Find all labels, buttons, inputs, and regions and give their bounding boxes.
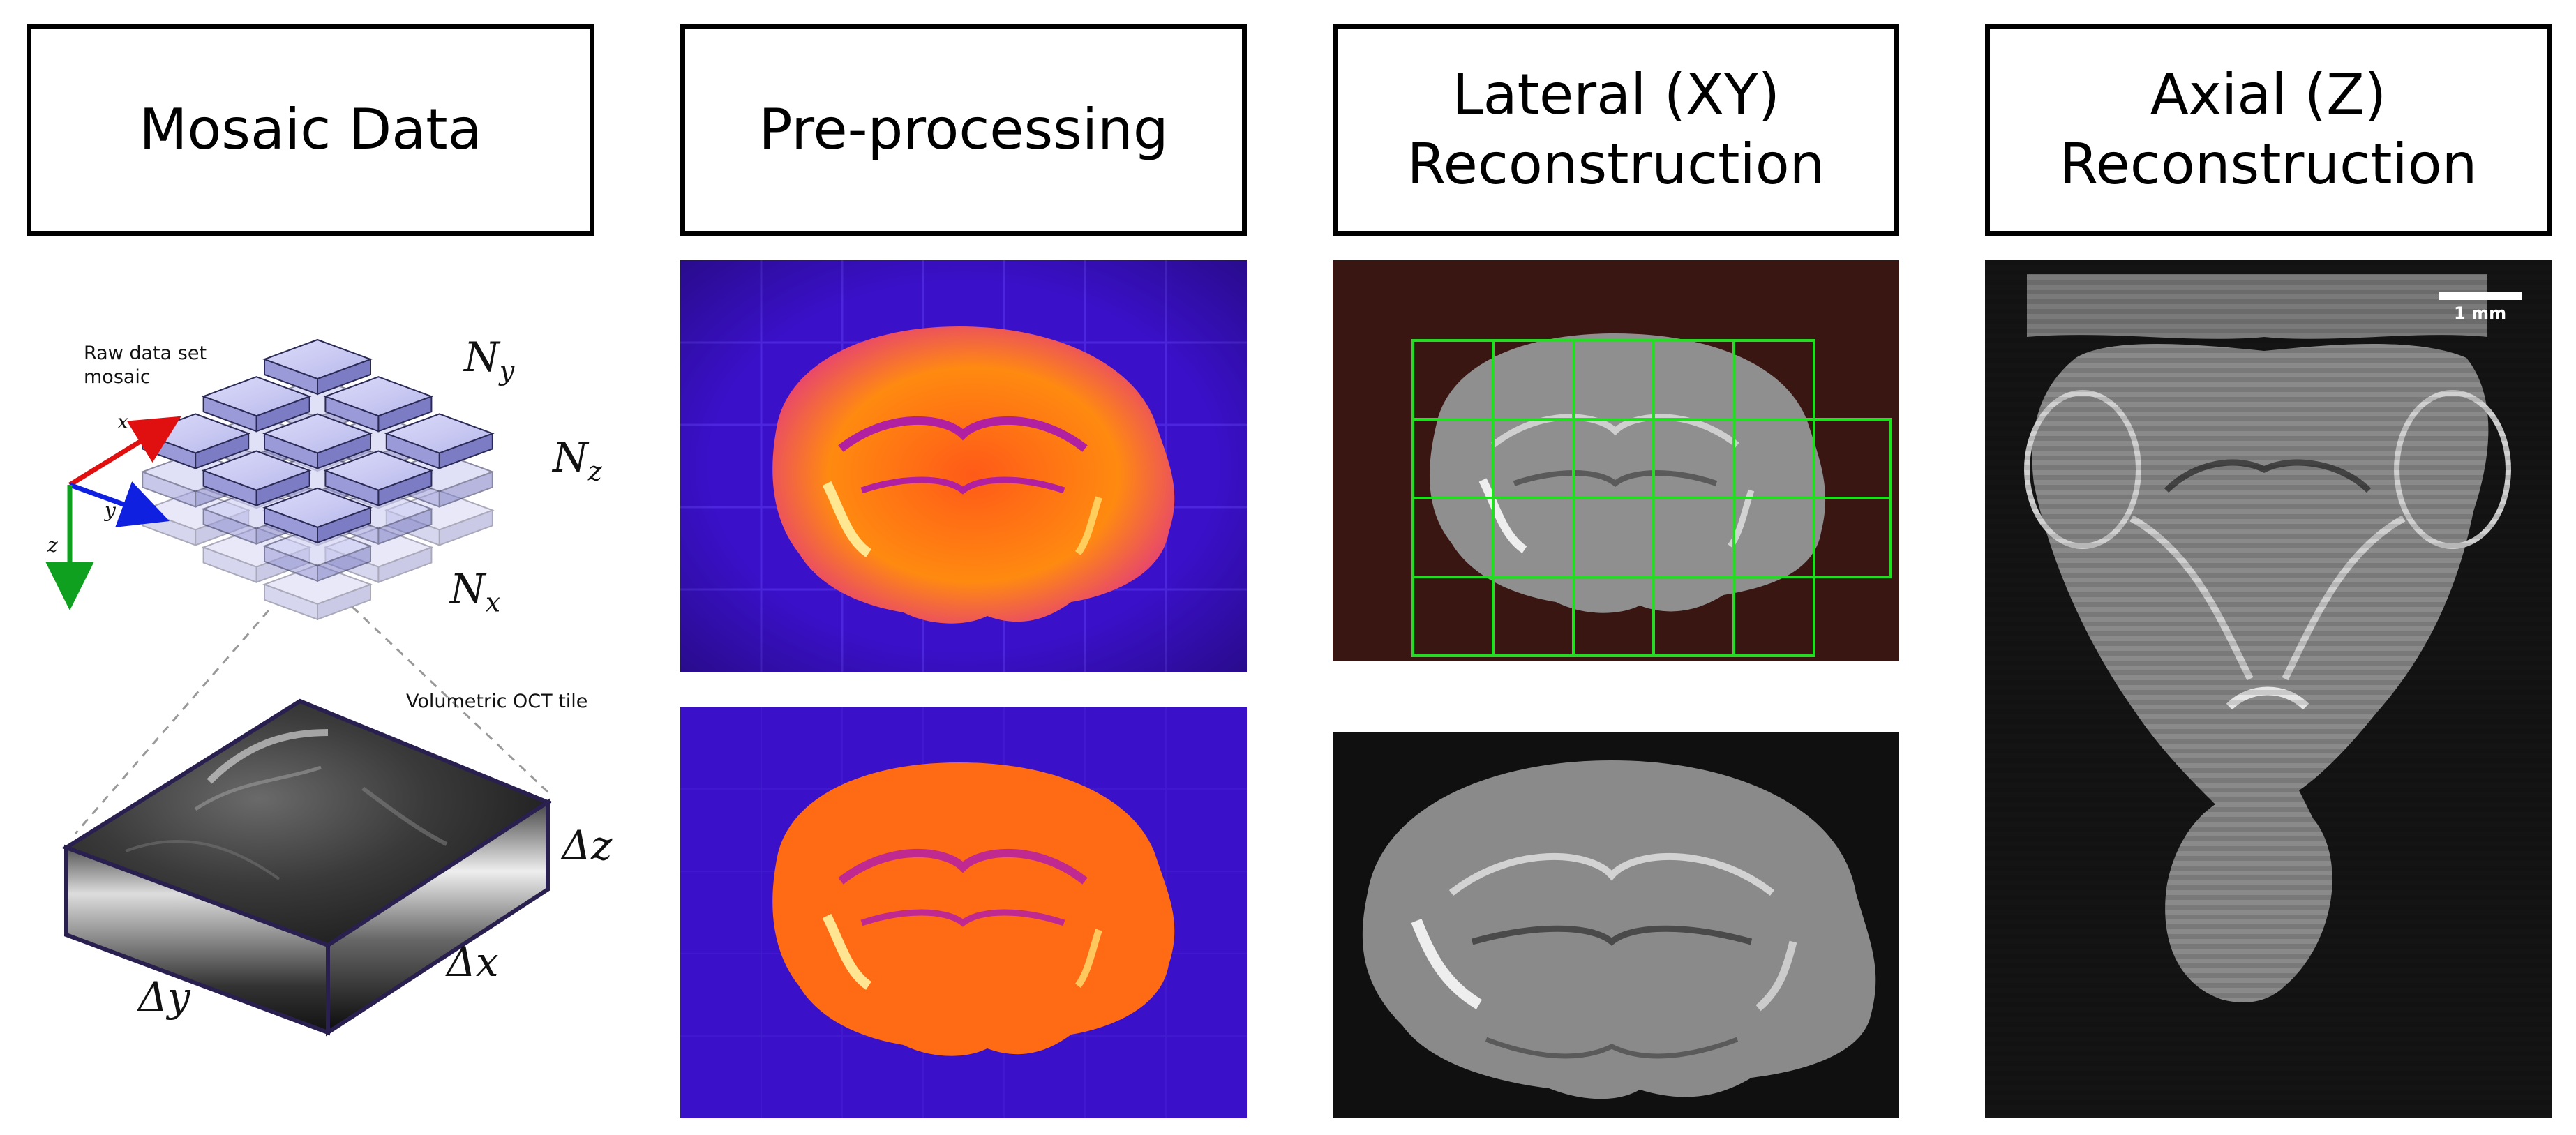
header-lateral-line1: Lateral (XY) (1452, 62, 1780, 127)
mosaic-tile (262, 564, 373, 621)
ny-symbol: N (464, 333, 500, 381)
header-axial-reconstruction: Axial (Z) Reconstruction (1985, 24, 2552, 236)
scale-bar-label: 1 mm (2454, 303, 2507, 323)
mosaic-tile (262, 413, 373, 469)
x-axis-arrow (68, 416, 181, 487)
header-axial-line2: Reconstruction (2059, 132, 2478, 197)
mosaic-tile (262, 525, 373, 582)
header-preprocessing-text: Pre-processing (758, 97, 1169, 162)
axis-y-label: y (105, 499, 116, 522)
header-axial-line1: Axial (Z) (2150, 62, 2387, 127)
nz-symbol: N (553, 434, 588, 481)
projection-line-left (74, 610, 270, 834)
header-lateral-line2: Reconstruction (1407, 132, 1825, 197)
delta-x-label: Δx (447, 938, 499, 986)
raw-data-label-line2: mosaic (84, 366, 151, 388)
axial-image: 1 mm (1985, 260, 2552, 1118)
mosaic-tile (323, 450, 434, 507)
tile-stack (140, 338, 495, 621)
nx-label: Nx (450, 565, 500, 618)
nx-symbol: N (450, 565, 486, 612)
nz-label: Nz (553, 434, 602, 487)
header-mosaic-data: Mosaic Data (27, 24, 594, 236)
header-mosaic-text: Mosaic Data (139, 97, 482, 162)
mosaic-tile (201, 376, 312, 433)
mosaic-tile (262, 338, 373, 396)
lateral-image-grid (1333, 260, 1899, 661)
axis-z-label: z (47, 534, 58, 557)
y-axis-arrow (68, 481, 170, 527)
preprocessing-image-top (680, 260, 1247, 672)
oct-tile-label: Volumetric OCT tile (406, 691, 588, 712)
mosaic-tile (262, 487, 373, 544)
mosaic-tile (201, 450, 312, 507)
brain-section-gray (1429, 333, 1826, 613)
ny-subscript: y (499, 355, 515, 386)
tile-overlay-grid (1411, 339, 1892, 657)
brain-section-gray (1362, 760, 1876, 1099)
delta-z-label: Δz (562, 822, 613, 869)
axis-x-label: x (117, 410, 128, 433)
delta-y-label: Δy (138, 973, 190, 1021)
nx-subscript: x (485, 587, 501, 618)
header-lateral-reconstruction: Lateral (XY) Reconstruction (1333, 24, 1899, 236)
ny-label: Ny (464, 333, 514, 386)
lateral-image-stitched (1333, 732, 1899, 1118)
brain-section-fire (772, 762, 1175, 1056)
mosaic-tile (323, 376, 434, 433)
mosaic-diagram: Raw data set mosaic Ny Nz Nx x y z Volum… (0, 251, 628, 1135)
preprocessing-image-bottom (680, 707, 1247, 1118)
header-preprocessing: Pre-processing (680, 24, 1247, 236)
raw-data-label-line1: Raw data set (84, 343, 207, 364)
volumetric-oct-tile (61, 698, 553, 1037)
raw-data-label: Raw data set mosaic (84, 342, 207, 389)
scale-bar (2439, 292, 2522, 300)
nz-subscript: z (587, 456, 602, 487)
mosaic-tile (384, 413, 495, 469)
